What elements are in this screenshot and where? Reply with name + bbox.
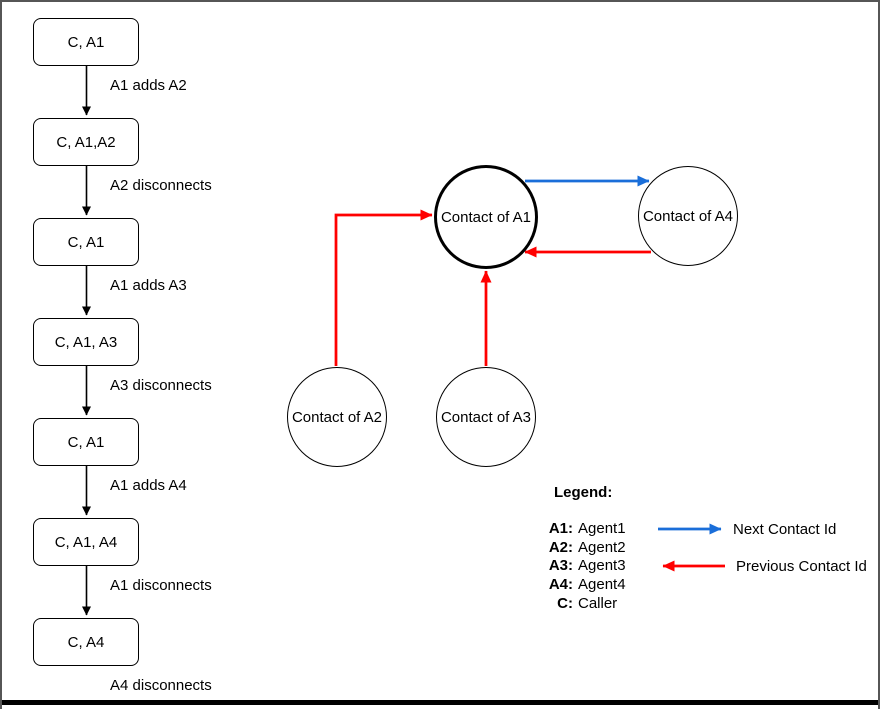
flow-box-5: C, A1, A4 [33, 518, 139, 566]
flow-box-6: C, A4 [33, 618, 139, 666]
node-contact-a4: Contact of A4 [638, 166, 738, 266]
legend-key-a4: A4: [548, 576, 573, 594]
flow-box-2: C, A1 [33, 218, 139, 266]
transition-label-4: A1 adds A4 [110, 477, 187, 494]
transition-label-2: A1 adds A3 [110, 277, 187, 294]
node-contact-a1: Contact of A1 [434, 165, 538, 269]
legend-next-label: Next Contact Id [733, 521, 837, 538]
legend-value-a4: Agent4 [578, 576, 626, 594]
window-bottom-edge [2, 700, 878, 705]
legend-key-a1: A1: [548, 520, 573, 537]
legend-entry-a1: A1: Agent1 [545, 520, 626, 539]
transition-label-3: A3 disconnects [110, 377, 212, 394]
legend-value-c: Caller [578, 594, 618, 612]
legend-key-a3: A3: [548, 557, 573, 575]
legend-entry-a4: A4: Agent4 [545, 576, 626, 595]
legend-entry-a3: A3: Agent3 [545, 557, 626, 576]
legend-entry-a2: A2: Agent2 [545, 539, 626, 558]
transition-label-1: A2 disconnects [110, 177, 212, 194]
flow-box-1: C, A1,A2 [33, 118, 139, 166]
legend-entries: A1: Agent1 A2: Agent2 A3: Agent3 A4: Age… [545, 520, 626, 614]
flow-box-3: C, A1, A3 [33, 318, 139, 366]
flow-box-4: C, A1 [33, 418, 139, 466]
edge-prev-a2-to-a1 [334, 209, 433, 366]
legend-prev-label: Previous Contact Id [736, 558, 867, 575]
legend-value-a1: Agent1 [578, 520, 626, 537]
node-contact-a2: Contact of A2 [287, 367, 387, 467]
transition-label-5: A1 disconnects [110, 577, 212, 594]
transition-label-0: A1 adds A2 [110, 77, 187, 94]
legend-key-a2: A2: [548, 538, 573, 556]
node-contact-a3: Contact of A3 [436, 367, 536, 467]
flow-box-0: C, A1 [33, 18, 139, 66]
legend-value-a2: Agent2 [578, 538, 626, 556]
legend-entry-c: C: Caller [545, 595, 626, 614]
legend-title: Legend: [554, 484, 613, 501]
transition-label-6: A4 disconnects [110, 677, 212, 694]
legend-value-a3: Agent3 [578, 557, 626, 575]
legend-key-c: C: [557, 594, 573, 612]
